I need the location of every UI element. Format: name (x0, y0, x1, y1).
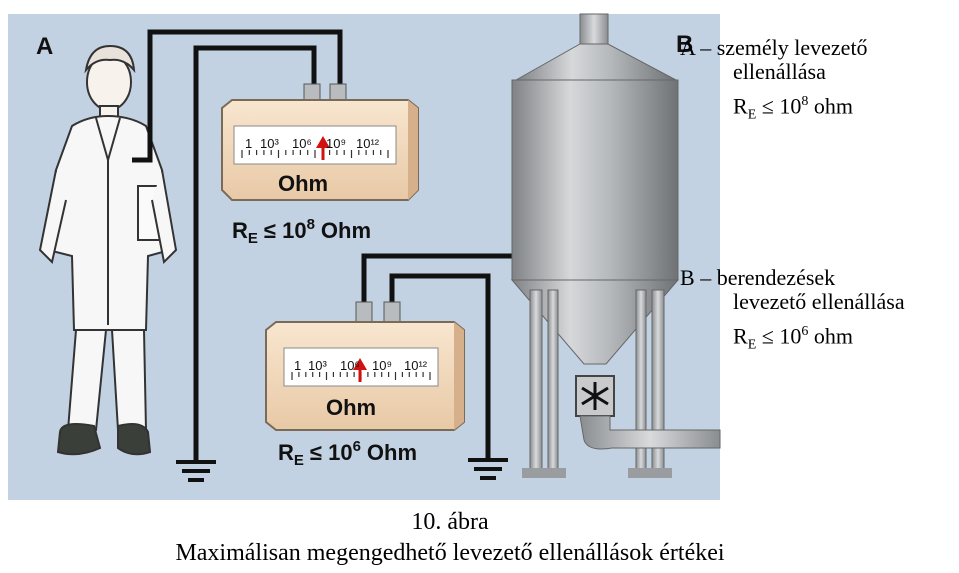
legend-a-unit: ohm (813, 93, 853, 119)
legend-a-letter: A (680, 35, 695, 60)
meter-bottom-scale-label: 10¹² (404, 358, 428, 373)
meter-bottom-scale-label: 10⁶ (340, 358, 360, 373)
legend-b-text1: berendezések (716, 265, 836, 290)
legend-b-re-sub: E (747, 337, 757, 353)
legend-b-rel: ≤ 10 (761, 323, 802, 349)
formula-exp: 6 (353, 438, 361, 455)
wire-bottom-meter (361, 253, 514, 458)
legend-a-exp: 8 (801, 94, 809, 109)
ground-symbol-right-icon (468, 458, 508, 480)
legend-a-line1: A – személy levezető (680, 35, 868, 60)
meter-top-scale: 1 10³ 10⁶ 10⁹ 10¹² (245, 136, 380, 151)
meter-top-scale-label: 10³ (260, 136, 279, 151)
formula-le: ≤ 10 (310, 440, 353, 465)
panel-label-b: B (676, 31, 693, 58)
meter-top-formula: RE ≤ 108 Ohm (232, 216, 371, 247)
legend-b-formula: RE ≤ 106 ohm (680, 320, 905, 358)
figure-number: 10. ábra (411, 509, 489, 535)
formula-le: ≤ 10 (264, 218, 307, 243)
legend-b-re: R (733, 323, 748, 349)
meter-top-scale-label: 1 (245, 136, 252, 151)
legend-b-exp: 6 (801, 324, 809, 339)
legend-b-letter: B (680, 265, 695, 290)
legend-a-rel: ≤ 10 (761, 93, 802, 119)
formula-r: R (278, 440, 294, 465)
meter-top-scale-label: 10⁶ (292, 136, 312, 151)
meter-bottom (265, 301, 465, 431)
legend-a-re: R (733, 93, 748, 119)
meter-bottom-unit: Ohm (326, 395, 376, 420)
meter-top-scale-label: 10¹² (356, 136, 380, 151)
meter-bottom-scale: 1 10³ 10⁶ 10⁹ 10¹² (294, 358, 428, 373)
silo-tank (510, 13, 721, 478)
legend-a-text1: személy levezető (716, 35, 868, 60)
meter-bottom-formula: RE ≤ 106 Ohm (278, 438, 417, 469)
formula-unit: Ohm (321, 218, 371, 243)
ground-symbol-left-icon (176, 460, 216, 482)
meter-bottom-scale-label: 10³ (308, 358, 327, 373)
wire-top-meter (132, 29, 343, 460)
legend-a: A – személy levezető ellenállása RE ≤ 10… (680, 36, 868, 128)
person-illustration (38, 44, 178, 456)
formula-sub: E (294, 452, 304, 469)
panel-label-a: A (36, 33, 53, 60)
legend-a-formula: RE ≤ 108 ohm (680, 90, 868, 128)
formula-unit: Ohm (367, 440, 417, 465)
legend-b: B – berendezések levezető ellenállása RE… (680, 266, 905, 358)
meter-bottom-scale-label: 10⁹ (372, 358, 392, 373)
formula-r: R (232, 218, 248, 243)
formula-exp: 8 (307, 216, 315, 233)
legend-a-re-sub: E (747, 107, 757, 123)
legend-b-line2: levezető ellenállása (733, 289, 905, 314)
figure-caption: Maximálisan megengedhető levezető ellená… (175, 540, 725, 566)
meter-top (221, 83, 419, 201)
meter-bottom-scale-label: 1 (294, 358, 301, 373)
legend-b-line1: B – berendezések (680, 265, 836, 290)
legend-a-line2: ellenállása (733, 59, 826, 84)
formula-sub: E (248, 230, 258, 247)
meter-top-unit: Ohm (278, 171, 328, 196)
legend-b-unit: ohm (813, 323, 853, 349)
meter-top-scale-label: 10⁹ (326, 136, 346, 151)
